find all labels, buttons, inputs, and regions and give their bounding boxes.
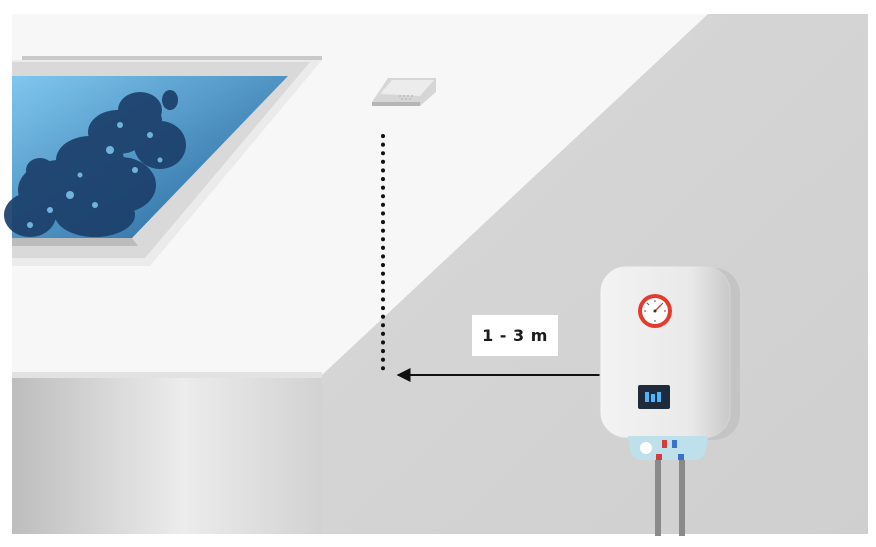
- distance-label: 1 - 3 m: [472, 315, 558, 356]
- water-heater: [599, 265, 740, 536]
- pipe-right: [679, 456, 685, 536]
- detector-device: [372, 78, 436, 106]
- power-button-icon: [640, 442, 652, 454]
- skylight: [4, 56, 322, 266]
- tree-foliage: [4, 90, 186, 237]
- left-wall: [12, 375, 322, 534]
- heater-base: [628, 436, 708, 460]
- pipe-left: [655, 456, 661, 536]
